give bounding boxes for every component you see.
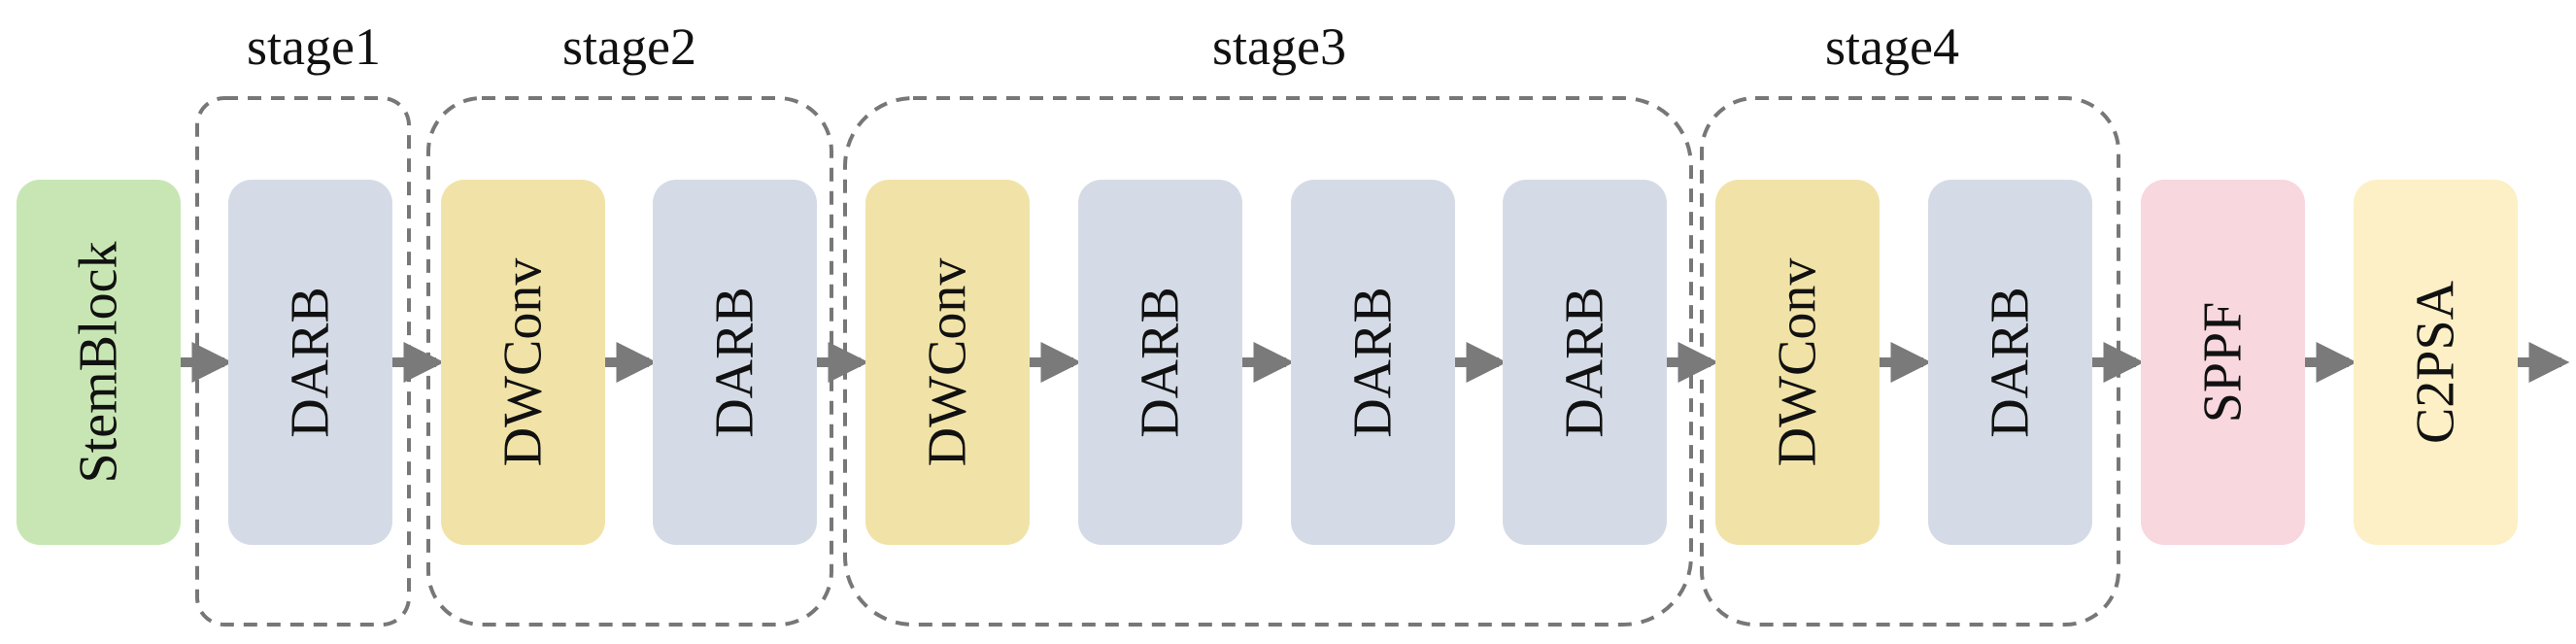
block-darb-6: DARB (1928, 180, 2092, 545)
blocks: StemBlock DARB DWConv DARB DWConv DARB D… (17, 180, 2518, 545)
block-dwconv-1: DWConv (441, 180, 605, 545)
block-darb-3: DARB (1078, 180, 1242, 545)
block-darb-4-box (1291, 180, 1455, 545)
block-darb-5-label: DARB (1555, 287, 1615, 438)
block-dwconv-2: DWConv (865, 180, 1030, 545)
block-darb-2-label: DARB (705, 287, 765, 438)
block-darb-1: DARB (228, 180, 392, 545)
block-darb-4: DARB (1291, 180, 1455, 545)
stage-labels: stage1 stage2 stage3 stage4 (247, 17, 1959, 76)
block-c2psa-label: C2PSA (2406, 280, 2466, 444)
block-darb-6-label: DARB (1981, 287, 2041, 438)
block-stemblock: StemBlock (17, 180, 181, 545)
block-dwconv-2-box (865, 180, 1030, 545)
block-sppf-label: SPPF (2193, 302, 2254, 424)
block-dwconv-3: DWConv (1715, 180, 1880, 545)
stage2-label: stage2 (562, 17, 696, 76)
block-darb-3-box (1078, 180, 1242, 545)
block-c2psa: C2PSA (2354, 180, 2518, 545)
block-dwconv-3-box (1715, 180, 1880, 545)
block-sppf-box (2141, 180, 2305, 545)
block-darb-4-label: DARB (1343, 287, 1404, 438)
stage4-label: stage4 (1825, 17, 1959, 76)
block-dwconv-3-label: DWConv (1768, 258, 1828, 467)
block-darb-3-label: DARB (1131, 287, 1191, 438)
block-dwconv-1-box (441, 180, 605, 545)
block-stemblock-box (17, 180, 181, 545)
block-darb-1-box (228, 180, 392, 545)
block-darb-2: DARB (653, 180, 817, 545)
block-stemblock-label: StemBlock (69, 242, 129, 484)
block-c2psa-box (2354, 180, 2518, 545)
block-darb-5: DARB (1503, 180, 1667, 545)
block-darb-6-box (1928, 180, 2092, 545)
block-sppf: SPPF (2141, 180, 2305, 545)
stage3-label: stage3 (1212, 17, 1346, 76)
block-dwconv-1-label: DWConv (493, 258, 554, 467)
stage1-label: stage1 (247, 17, 381, 76)
block-darb-2-box (653, 180, 817, 545)
block-darb-1-label: DARB (281, 287, 341, 438)
block-dwconv-2-label: DWConv (918, 258, 978, 467)
block-darb-5-box (1503, 180, 1667, 545)
